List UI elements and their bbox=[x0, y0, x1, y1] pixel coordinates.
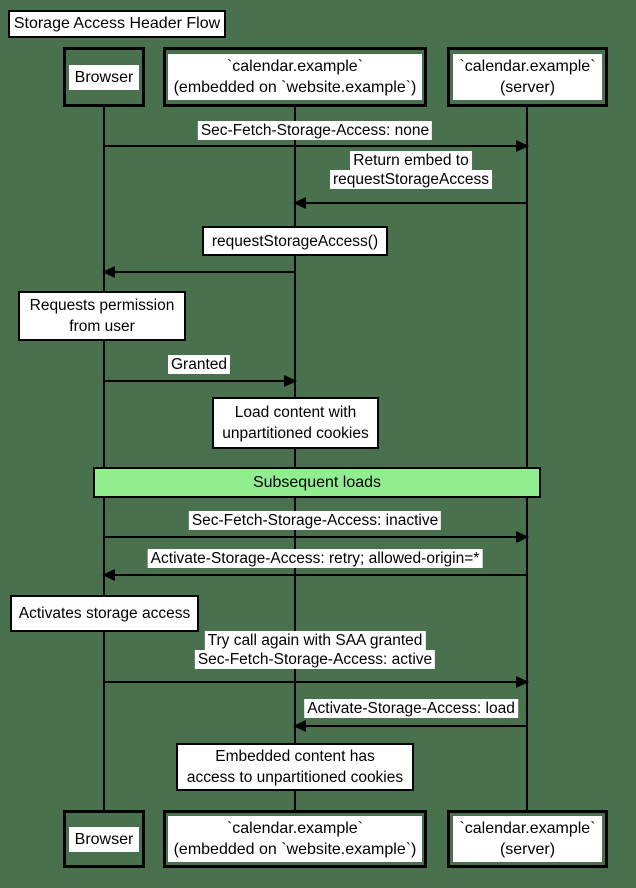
arrow-server-to-embed-load bbox=[293, 720, 527, 732]
participant-embed-bottom: `calendar.example` (embedded on `website… bbox=[163, 810, 427, 868]
band-label: Subsequent loads bbox=[252, 473, 382, 491]
note-requests-permission: Requests permission from user bbox=[18, 291, 186, 341]
arrow-server-to-embed-1 bbox=[293, 197, 527, 209]
participant-server-label: `calendar.example` (server) bbox=[453, 54, 602, 100]
note-request-storage-access: requestStorageAccess() bbox=[202, 226, 388, 256]
arrow-browser-to-server-1 bbox=[104, 140, 529, 152]
message-label-granted: Granted bbox=[167, 355, 231, 374]
note-activates-storage-access: Activates storage access bbox=[10, 595, 199, 632]
participant-embed-top: `calendar.example` (embedded on `website… bbox=[163, 47, 427, 107]
message-label-asa-retry: Activate-Storage-Access: retry; allowed-… bbox=[147, 549, 483, 568]
participant-embed-label: `calendar.example` (embedded on `website… bbox=[167, 816, 423, 862]
arrow-embed-to-browser bbox=[102, 266, 295, 278]
lifeline-embed bbox=[294, 106, 296, 812]
participant-browser-top: Browser bbox=[63, 47, 145, 107]
diagram-title: Storage Access Header Flow bbox=[8, 10, 226, 38]
message-label-sfsa-inactive: Sec-Fetch-Storage-Access: inactive bbox=[188, 511, 442, 530]
message-label-sfsa-none: Sec-Fetch-Storage-Access: none bbox=[197, 121, 433, 140]
participant-server-label: `calendar.example` (server) bbox=[453, 816, 602, 862]
arrow-browser-to-server-3 bbox=[104, 676, 529, 688]
subsequent-loads-band: Subsequent loads bbox=[93, 467, 541, 498]
message-label-asa-load: Activate-Storage-Access: load bbox=[304, 699, 518, 718]
participant-server-bottom: `calendar.example` (server) bbox=[447, 810, 608, 868]
participant-browser-bottom: Browser bbox=[63, 810, 145, 868]
arrow-server-to-browser-retry bbox=[102, 569, 527, 581]
participant-browser-label: Browser bbox=[68, 826, 140, 852]
message-label-try-again: Try call again with SAA granted Sec-Fetc… bbox=[194, 631, 436, 669]
participant-browser-label: Browser bbox=[68, 64, 140, 90]
note-load-content: Load content with unpartitioned cookies bbox=[212, 397, 379, 449]
arrow-browser-to-embed-granted bbox=[104, 375, 297, 387]
message-label-return-embed: Return embed to requestStorageAccess bbox=[330, 151, 492, 189]
participant-embed-label: `calendar.example` (embedded on `website… bbox=[167, 54, 423, 100]
arrow-browser-to-server-2 bbox=[104, 531, 529, 543]
lifeline-server bbox=[526, 106, 528, 812]
lifeline-browser bbox=[103, 106, 105, 812]
note-embedded-content-access: Embedded content has access to unpartiti… bbox=[176, 743, 414, 791]
participant-server-top: `calendar.example` (server) bbox=[447, 47, 608, 107]
